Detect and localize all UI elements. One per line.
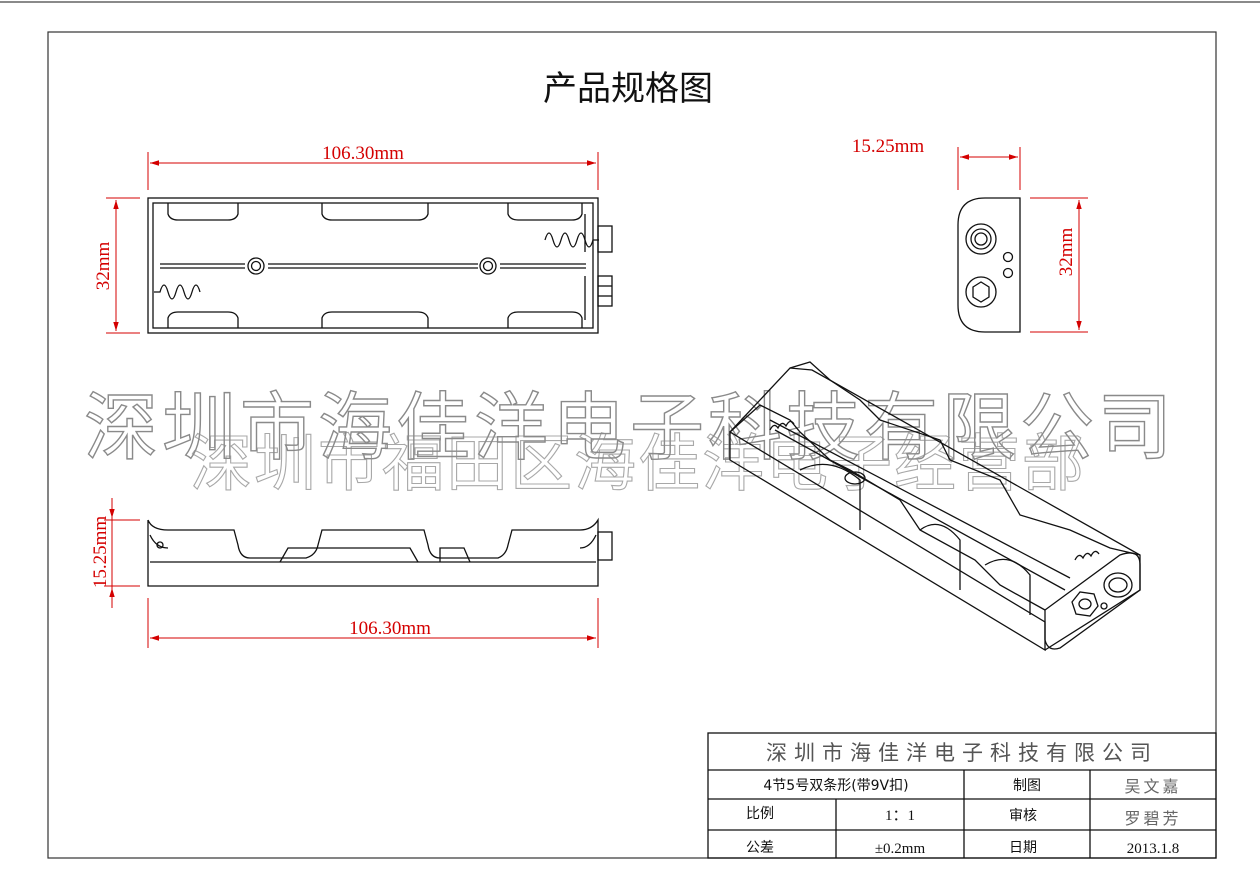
end-view-dimensions: 15.25mm 32mm [852,136,1088,333]
end-view [957,197,1021,333]
title-block-company: 深圳市海佳洋电子科技有限公司 [766,741,1158,765]
title-block-product: 4节5号双条形(带9V扣) [763,777,908,794]
tolerance-label: 公差 [746,840,774,856]
isometric-view [729,361,1141,652]
drawn-label: 制图 [1013,778,1041,794]
dim-top-height: 32mm [93,242,114,291]
drawing-frame [47,31,1217,859]
tolerance-value: ±0.2mm [875,841,926,857]
side-view-dimensions: 15.25mm 106.30mm [90,498,599,648]
dim-end-width: 15.25mm [852,136,925,157]
drawing-title: 产品规格图 [543,69,713,109]
drawn-by: 吴文嘉 [1124,777,1181,796]
scale-value: 1：1 [885,808,915,824]
top-view [147,197,613,334]
top-view-dimensions: 106.30mm 32mm [93,143,599,334]
check-label: 审核 [1009,808,1037,824]
date-label: 日期 [1009,840,1037,856]
dim-end-height: 32mm [1056,228,1077,277]
checked-by: 罗碧芳 [1124,809,1181,828]
dim-side-height: 15.25mm [90,516,111,589]
scale-label: 比例 [746,806,774,822]
watermark-line-1: 深圳市海佳洋电子科技有限公司 [84,385,1176,471]
dim-side-length: 106.30mm [349,618,431,639]
dim-top-length: 106.30mm [322,143,404,164]
title-block: 深圳市海佳洋电子科技有限公司 4节5号双条形(带9V扣) 制图 吴文嘉 比例 1… [707,732,1217,859]
side-view [147,517,613,587]
date-value: 2013.1.8 [1127,841,1180,857]
